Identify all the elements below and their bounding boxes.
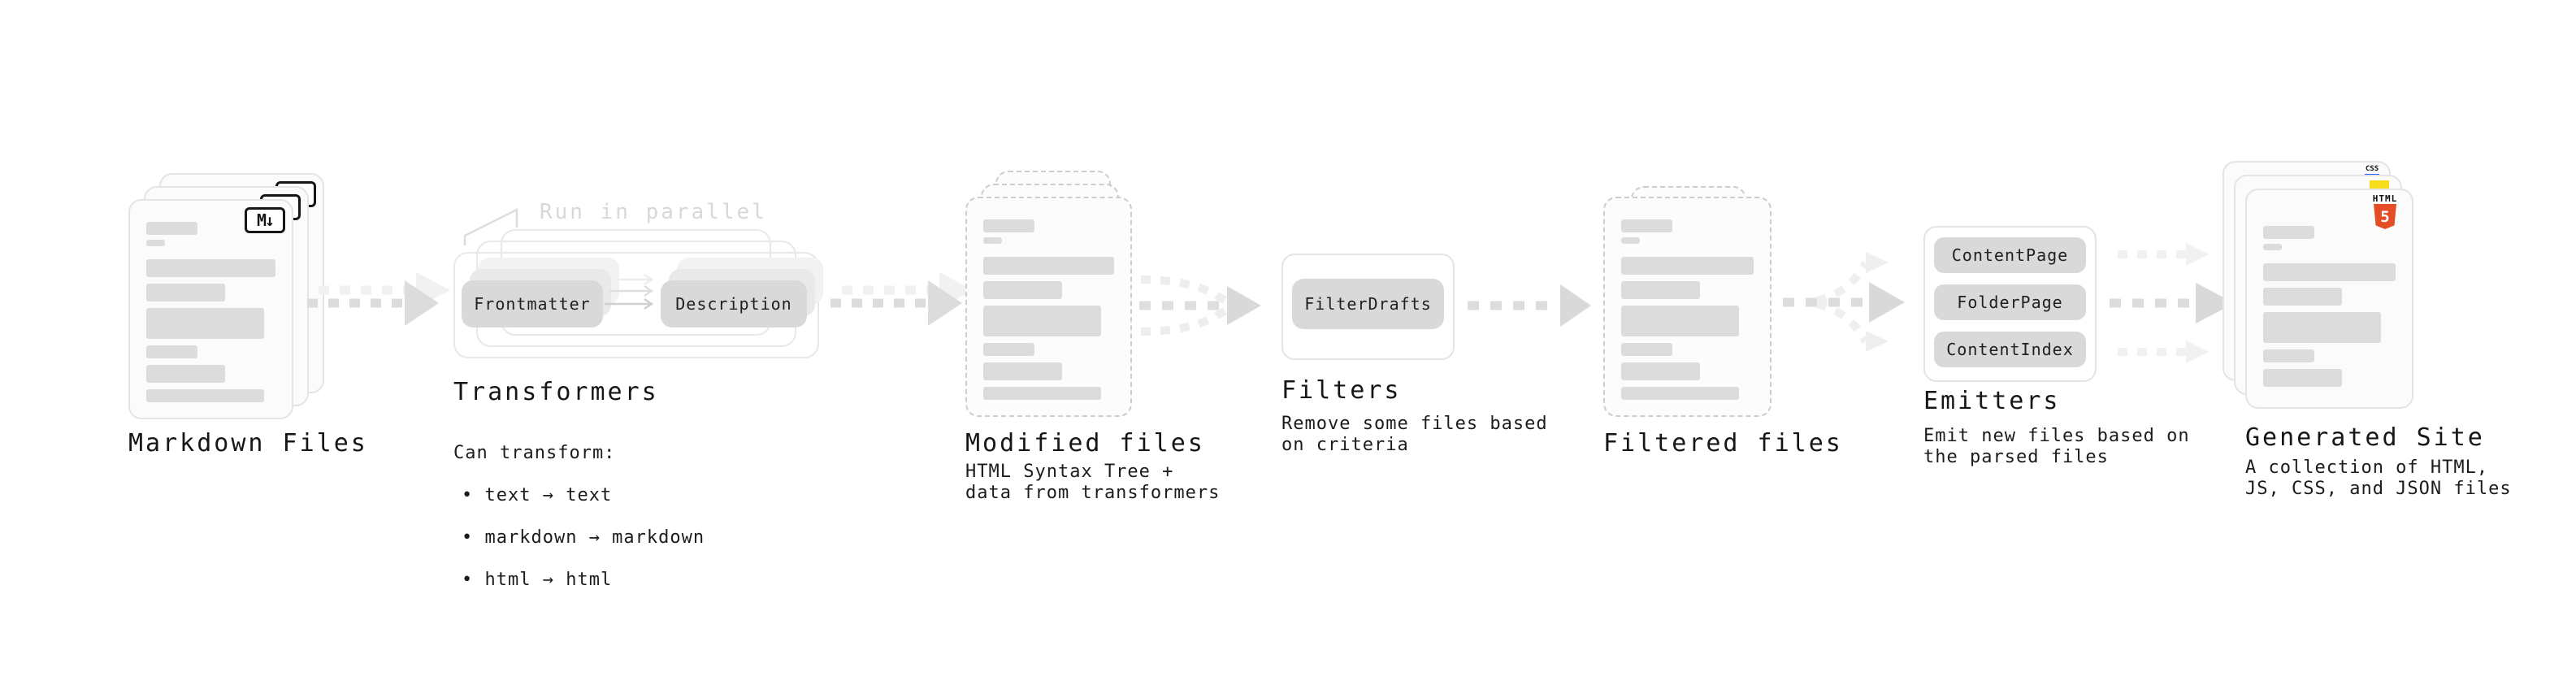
filters-frame — [1281, 254, 1455, 360]
placeholder-bar — [146, 240, 165, 246]
placeholder-bar — [983, 306, 1101, 336]
placeholder-bar — [2263, 369, 2342, 387]
html5-icon-caption: HTML — [2372, 193, 2398, 204]
run-in-parallel-callout: Run in parallel — [540, 200, 767, 224]
emitter-pill-contentpage: ContentPage — [1934, 237, 2086, 273]
transformer-frame — [453, 252, 819, 358]
file-card: HTML 5 — [2245, 189, 2413, 409]
html5-icon: HTML 5 — [2369, 194, 2401, 229]
placeholder-bar — [2263, 349, 2314, 362]
placeholder-bar — [1621, 362, 1700, 380]
modified-files-note: HTML Syntax Tree + data from transformer… — [965, 462, 1221, 503]
placeholder-bar — [983, 387, 1101, 400]
generated-site-label: Generated Site — [2245, 423, 2485, 452]
transformers-bullet: • markdown → markdown — [462, 527, 705, 548]
arrow-transformers-to-modified — [830, 272, 974, 326]
markdown-icon: M↓ — [245, 207, 285, 233]
file-card: M↓ — [128, 199, 293, 419]
arrow-filters-to-filtered — [1468, 284, 1591, 327]
placeholder-bar — [146, 284, 225, 301]
modified-files-label: Modified files — [965, 429, 1205, 458]
placeholder-bar — [1621, 219, 1672, 232]
placeholder-bar — [1621, 387, 1739, 400]
pill-arrows-icon — [605, 273, 654, 310]
placeholder-bar — [1621, 306, 1739, 336]
placeholder-bar — [1621, 343, 1672, 356]
markdown-files-label: Markdown Files — [128, 429, 368, 458]
placeholder-bar — [146, 222, 197, 235]
placeholder-bar — [146, 389, 264, 402]
placeholder-bar — [146, 259, 275, 277]
css-icon-text: CSS — [2365, 165, 2379, 173]
transformers-note: Can transform: • text → text • markdown … — [453, 422, 705, 612]
emitter-pill-folderpage: FolderPage — [1934, 284, 2086, 320]
emitters-frame — [1923, 226, 2097, 382]
placeholder-bar — [983, 281, 1062, 299]
html5-icon-shield: 5 — [2374, 204, 2396, 229]
file-card — [1603, 197, 1772, 417]
placeholder-bar — [2263, 226, 2314, 239]
placeholder-bar — [146, 345, 197, 358]
arrow-modified-to-filters — [1139, 275, 1261, 336]
transformers-label: Transformers — [453, 378, 659, 406]
transformers-bullet: • html → html — [462, 570, 613, 590]
placeholder-bar — [983, 257, 1114, 275]
filtered-files-label: Filtered files — [1603, 429, 1843, 458]
placeholder-bar — [1621, 281, 1700, 299]
placeholder-bar — [146, 308, 264, 339]
placeholder-bar — [1621, 237, 1640, 244]
placeholder-bar — [983, 237, 1002, 244]
placeholder-bar — [2263, 244, 2282, 250]
filters-label: Filters — [1281, 376, 1402, 405]
file-card — [965, 197, 1132, 417]
placeholder-bar — [146, 365, 225, 383]
arrow-filtered-to-emitters — [1783, 252, 1905, 352]
transformer-pill-frontmatter: Frontmatter — [462, 280, 603, 327]
filter-pill-filterdrafts: FilterDrafts — [1292, 279, 1444, 329]
transformers-bullet: • text → text — [462, 485, 613, 505]
generated-site-note: A collection of HTML, JS, CSS, and JSON … — [2245, 458, 2512, 499]
arrow-markdown-to-transformers — [307, 272, 450, 326]
emitters-label: Emitters — [1923, 387, 2061, 415]
filters-note: Remove some files based on criteria — [1281, 414, 1548, 455]
transformers-note-title: Can transform: — [453, 443, 616, 463]
emitters-note: Emit new files based on the parsed files — [1923, 426, 2190, 467]
placeholder-bar — [1621, 257, 1754, 275]
placeholder-bar — [983, 362, 1062, 380]
placeholder-bar — [983, 219, 1034, 232]
arrow-emitters-to-generated — [2110, 243, 2235, 363]
transformer-pill-description: Description — [661, 280, 807, 327]
callout-line — [463, 207, 518, 245]
js-icon — [2370, 180, 2389, 190]
placeholder-bar — [2263, 263, 2396, 281]
placeholder-bar — [2263, 312, 2381, 343]
placeholder-bar — [983, 343, 1034, 356]
placeholder-bar — [2263, 288, 2342, 306]
emitter-pill-contentindex: ContentIndex — [1934, 332, 2086, 367]
